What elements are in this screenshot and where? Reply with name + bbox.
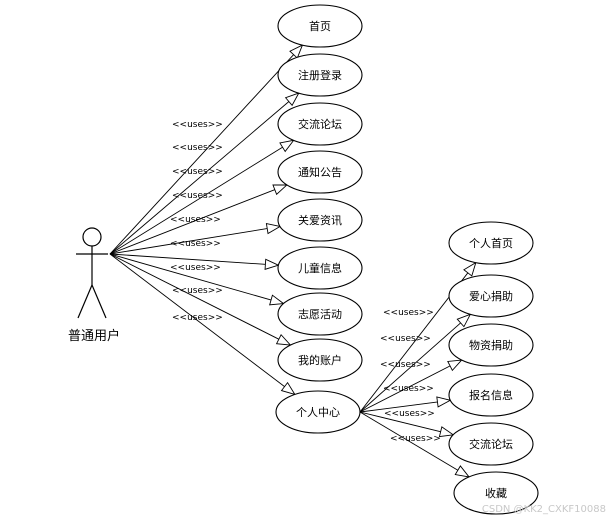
primary-assoc-6-arrowhead (269, 294, 285, 306)
actor-user: 普通用户 (68, 227, 120, 344)
actor-head (82, 227, 102, 247)
sub-assoc-3-arrowhead (436, 396, 452, 408)
primary-assoc-7-arrowhead (275, 333, 292, 346)
actor-left-leg (77, 284, 93, 319)
primary-assoc-5-arrowhead (264, 258, 280, 270)
use-case-sub-3-shape (448, 373, 534, 417)
primary-assoc-0-arrowhead (289, 44, 304, 59)
uses-label-sub-3: <<uses>> (383, 384, 434, 394)
sub-assoc-2-line (359, 359, 462, 413)
use-case-sub-2[interactable]: 物资捐助 (448, 323, 534, 367)
use-case-primary-8[interactable]: 个人中心 (275, 390, 361, 434)
use-case-sub-5-label: 收藏 (485, 486, 507, 500)
primary-assoc-4-line (109, 226, 281, 255)
sub-assoc-3-line (359, 399, 451, 413)
use-case-primary-5[interactable]: 儿童信息 (277, 246, 363, 290)
primary-assoc-1-line (109, 92, 300, 255)
primary-assoc-3-arrowhead (272, 184, 289, 196)
use-case-primary-7[interactable]: 我的账户 (277, 338, 363, 382)
primary-assoc-5-line (109, 253, 279, 266)
use-case-primary-2[interactable]: 交流论坛 (277, 102, 363, 146)
sub-assoc-2-arrowhead (447, 359, 463, 372)
primary-assoc-2-line (109, 139, 294, 255)
primary-assoc-8-line (109, 253, 296, 395)
primary-assoc-3-line (109, 184, 288, 255)
uses-label-primary-8: <<uses>> (172, 313, 223, 323)
use-case-ellipses: 首页注册登录交流论坛通知公告关爱资讯儿童信息志愿活动我的账户个人中心个人首页爱心… (275, 4, 539, 515)
use-case-sub-1-label: 爱心捐助 (469, 289, 513, 303)
use-case-primary-1-shape (277, 53, 363, 97)
actor-right-leg (91, 284, 107, 319)
use-case-sub-5[interactable]: 收藏 (453, 471, 539, 515)
use-case-sub-4-label: 交流论坛 (469, 437, 513, 451)
uses-label-sub-1: <<uses>> (380, 334, 431, 344)
use-case-primary-3-shape (277, 150, 363, 194)
uses-label-primary-7: <<uses>> (172, 286, 223, 296)
use-case-sub-3-label: 报名信息 (469, 388, 513, 402)
use-case-primary-3[interactable]: 通知公告 (277, 150, 363, 194)
uses-label-primary-0: <<uses>> (172, 120, 223, 130)
use-case-primary-7-label: 我的账户 (298, 353, 342, 367)
primary-assoc-2-arrowhead (279, 139, 295, 153)
use-case-primary-5-label: 儿童信息 (298, 261, 342, 275)
association-lines (109, 44, 477, 478)
use-case-primary-4-label: 关爱资讯 (298, 213, 342, 227)
use-case-primary-8-shape (275, 390, 361, 434)
uses-label-primary-1: <<uses>> (172, 143, 223, 153)
use-case-primary-0-shape (277, 4, 363, 48)
sub-assoc-1-arrowhead (456, 313, 472, 328)
sub-assoc-4-arrowhead (438, 426, 455, 438)
uses-label-sub-2: <<uses>> (380, 360, 431, 370)
use-case-primary-8-label: 个人中心 (296, 406, 340, 419)
use-case-sub-3[interactable]: 报名信息 (448, 373, 534, 417)
use-case-primary-2-label: 交流论坛 (298, 117, 342, 131)
uses-label-primary-4: <<uses>> (170, 215, 221, 225)
uses-label-sub-5: <<uses>> (390, 434, 441, 444)
use-case-sub-1[interactable]: 爱心捐助 (448, 274, 534, 318)
use-case-primary-6-label: 志愿活动 (298, 308, 342, 321)
use-case-primary-5-shape (277, 246, 363, 290)
uses-label-primary-3: <<uses>> (172, 191, 223, 201)
primary-assoc-8-arrowhead (280, 381, 296, 396)
use-case-sub-0-label: 个人首页 (469, 236, 513, 250)
use-case-primary-0[interactable]: 首页 (277, 4, 363, 48)
use-case-sub-0-shape (448, 221, 534, 265)
uses-label-sub-4: <<uses>> (384, 409, 435, 419)
use-case-sub-2-shape (448, 323, 534, 367)
primary-assoc-7-line (109, 253, 291, 346)
use-case-sub-4[interactable]: 交流论坛 (448, 422, 534, 466)
use-case-primary-3-label: 通知公告 (298, 165, 342, 179)
use-case-primary-1[interactable]: 注册登录 (277, 53, 363, 97)
uses-labels: <<uses>> <<uses>> <<uses>> <<uses>> <<uses>>… (170, 120, 441, 444)
watermark: CSDN @KK2_CXKF10088 (482, 504, 606, 515)
use-case-primary-4-shape (277, 198, 363, 242)
sub-assoc-5-line (359, 411, 470, 478)
sub-assoc-4-line (359, 411, 454, 436)
use-case-primary-2-shape (277, 102, 363, 146)
use-case-sub-1-shape (448, 274, 534, 318)
primary-assoc-1-arrowhead (284, 92, 300, 107)
use-case-primary-6-shape (277, 292, 363, 336)
sub-assoc-5-arrowhead (454, 465, 471, 478)
uses-label-primary-5: <<uses>> (170, 239, 221, 249)
use-case-primary-4[interactable]: 关爱资讯 (277, 198, 363, 242)
sub-assoc-1-line (359, 313, 471, 413)
primary-assoc-0-line (109, 44, 303, 255)
actor-name: 普通用户 (68, 328, 120, 344)
use-case-primary-7-shape (277, 338, 363, 382)
uses-label-primary-2: <<uses>> (172, 167, 223, 177)
use-case-sub-2-label: 物资捐助 (469, 338, 513, 352)
sub-assoc-0-arrowhead (463, 261, 477, 277)
primary-assoc-4-arrowhead (265, 223, 282, 235)
use-case-primary-1-label: 注册登录 (298, 68, 342, 82)
uses-label-sub-0: <<uses>> (383, 308, 434, 318)
uses-label-primary-6: <<uses>> (170, 263, 221, 273)
use-case-sub-5-shape (453, 471, 539, 515)
use-case-primary-0-label: 首页 (309, 19, 331, 33)
use-case-sub-0[interactable]: 个人首页 (448, 221, 534, 265)
use-case-sub-4-shape (448, 422, 534, 466)
use-case-primary-6[interactable]: 志愿活动 (277, 292, 363, 336)
primary-assoc-6-line (109, 253, 284, 305)
